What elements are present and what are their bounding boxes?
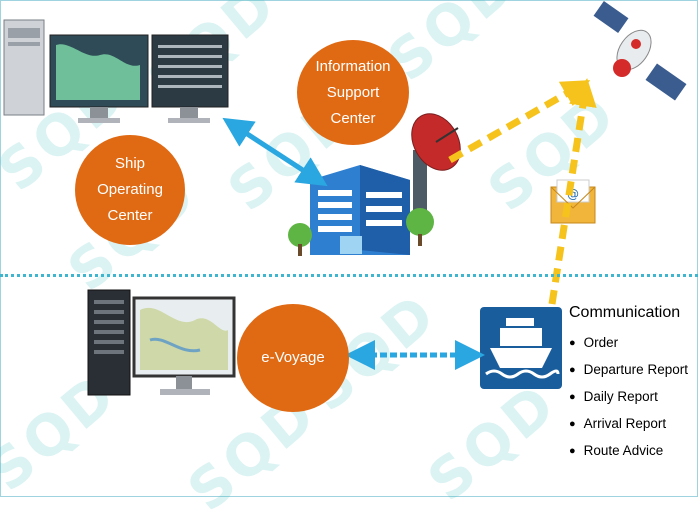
evoyage-label: e-Voyage [261, 349, 325, 366]
information-support-center-label: Information Support Center [315, 57, 391, 127]
uplink-arrow [548, 78, 597, 305]
communication-title: Communication [569, 304, 681, 321]
communication-item-departure-report: Departure Report [569, 357, 688, 384]
top-workstation-icon [3, 19, 229, 123]
email-icon: @ [550, 179, 596, 224]
bottom-workstation-icon [87, 289, 236, 396]
information-support-center-node: Information Support Center [297, 40, 409, 145]
uplink-arrow [448, 80, 591, 164]
ship-operating-center-label: Ship Operating Center [97, 155, 163, 224]
communication-item-route-advice: Route Advice [569, 438, 688, 465]
communication-item-arrival-report: Arrival Report [569, 411, 688, 438]
satellite-icon [593, 1, 687, 101]
communication-item-order: Order [569, 330, 688, 357]
connector-arrow [222, 117, 328, 187]
diagram-graphics: @ [3, 1, 687, 396]
communication-list: Order Departure Report Daily Report Arri… [569, 330, 688, 465]
office-building-icon [288, 165, 434, 256]
satellite-dish-icon [411, 113, 461, 210]
evoyage-node: e-Voyage [237, 304, 349, 412]
ship-operating-center-node: Ship Operating Center [75, 135, 185, 245]
communication-item-daily-report: Daily Report [569, 384, 688, 411]
section-divider [0, 274, 698, 277]
ship-icon [480, 307, 562, 389]
